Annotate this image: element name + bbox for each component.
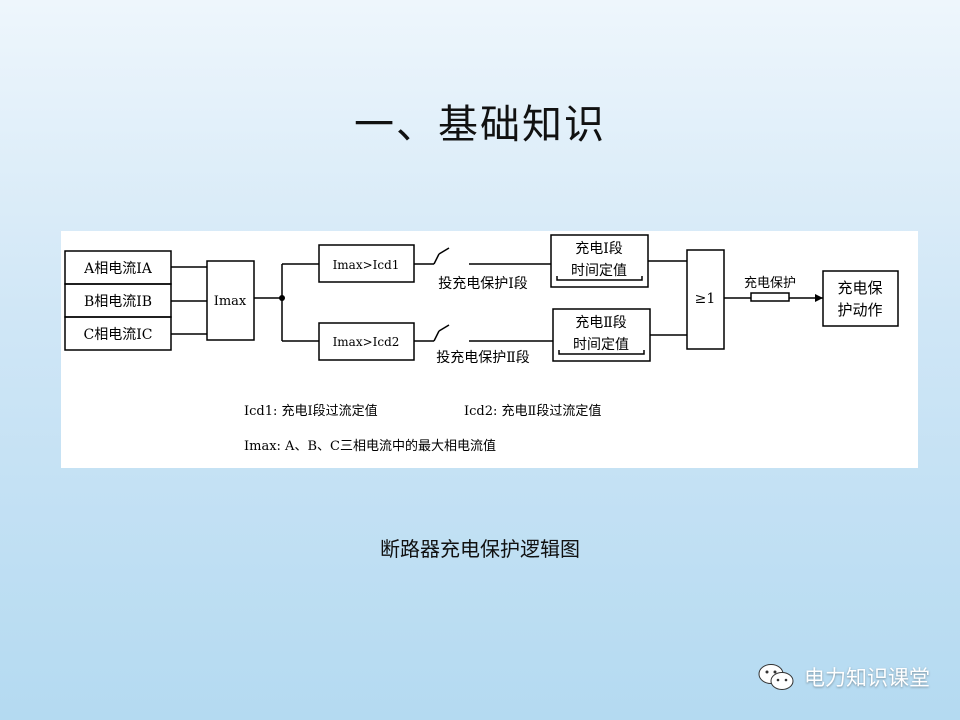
- link-element: [750, 292, 790, 302]
- output-box: [822, 270, 899, 327]
- timer-1-line1: 充电Ⅰ段: [575, 241, 623, 257]
- imax-label: Imax: [214, 294, 247, 309]
- slide-title: 一、基础知识: [354, 102, 606, 148]
- legend-icd1: Icd1: 充电Ⅰ段过流定值: [244, 403, 378, 419]
- input-label-a: A相电流IA: [83, 261, 153, 277]
- legend-icd2: Icd2: 充电Ⅱ段过流定值: [464, 403, 601, 419]
- switch-1-label: 投充电保护Ⅰ段: [438, 276, 528, 292]
- link-label: 充电保护: [744, 275, 796, 291]
- timer-2-line1: 充电Ⅱ段: [575, 315, 627, 331]
- diagram-caption: 断路器充电保护逻辑图: [380, 537, 580, 561]
- input-label-b: B相电流IB: [84, 294, 152, 310]
- output-line2: 护动作: [837, 301, 882, 319]
- or-gate-label: ≥1: [695, 291, 716, 307]
- watermark: 电力知识课堂: [756, 662, 930, 692]
- comparator-1-label: Imax>Icd1: [333, 258, 400, 272]
- timer-1-line2: 时间定值: [571, 263, 627, 279]
- watermark-text: 电力知识课堂: [804, 666, 930, 690]
- junction-dot: [279, 295, 285, 301]
- timer-2-line2: 时间定值: [573, 337, 629, 353]
- output-line1: 充电保: [837, 279, 882, 297]
- legend-imax: Imax: A、B、C三相电流中的最大相电流值: [244, 438, 496, 454]
- input-label-c: C相电流IC: [84, 327, 153, 343]
- logic-diagram: A相电流IA B相电流IB C相电流IC Imax Imax>Icd1 Imax…: [61, 231, 918, 468]
- wechat-icon: [758, 664, 794, 690]
- or-gate: [686, 249, 725, 350]
- switch-2-label: 投充电保护Ⅱ段: [436, 350, 530, 366]
- imax-block: [206, 260, 255, 341]
- comparator-2-label: Imax>Icd2: [333, 335, 400, 349]
